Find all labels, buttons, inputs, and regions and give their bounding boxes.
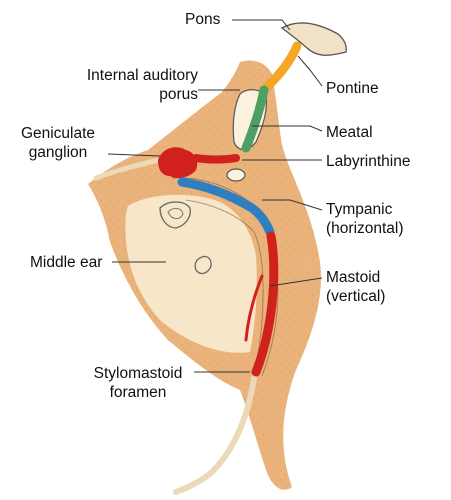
label-geniculate-ganglion: Geniculate ganglion: [10, 124, 106, 162]
label-middle-ear: Middle ear: [30, 254, 103, 271]
labyrinthine-segment: [192, 154, 240, 164]
label-internal-auditory-porus: Internal auditory porus: [58, 66, 198, 104]
ossicle-incus: [159, 201, 191, 229]
ossicle-stapes: [194, 255, 212, 275]
label-internal-auditory-porus-line2: porus: [159, 86, 198, 103]
label-tympanic-line1: Tympanic: [326, 201, 393, 218]
mastoid-segment: [251, 231, 279, 377]
label-geniculate-ganglion-line1: Geniculate: [20, 125, 96, 142]
pontine-segment: [263, 41, 302, 91]
label-mastoid-line1: Mastoid: [326, 269, 381, 286]
stylomastoid-nerve-branch-left: [173, 375, 257, 495]
middle-ear-cavity: [125, 194, 257, 353]
label-labyrinthine: Labyrinthine: [326, 153, 411, 170]
label-stylomastoid-foramen: Stylomastoid foramen: [80, 364, 196, 402]
label-mastoid: Mastoid (vertical): [326, 268, 385, 306]
labyrinth-vestibule: [226, 168, 246, 182]
tympanic-segment: [177, 177, 275, 237]
leader-lines: [107, 19, 323, 373]
label-internal-auditory-porus-line1: Internal auditory: [86, 67, 198, 84]
label-meatal: Meatal: [326, 124, 373, 141]
label-stylomastoid-foramen-line1: Stylomastoid: [93, 365, 183, 382]
chorda-tympani: [244, 274, 264, 342]
geniculate-ganglion-shape: [158, 147, 198, 178]
label-tympanic-line2: (horizontal): [326, 220, 404, 237]
label-pons: Pons: [185, 11, 221, 28]
label-geniculate-ganglion-line2: ganglion: [28, 144, 88, 161]
meatal-segment: [241, 85, 269, 153]
label-mastoid-line2: (vertical): [326, 288, 386, 305]
label-tympanic: Tympanic (horizontal): [326, 200, 404, 238]
pons-shape: [280, 22, 347, 56]
label-stylomastoid-foramen-line2: foramen: [109, 384, 167, 401]
label-pontine: Pontine: [326, 80, 379, 97]
